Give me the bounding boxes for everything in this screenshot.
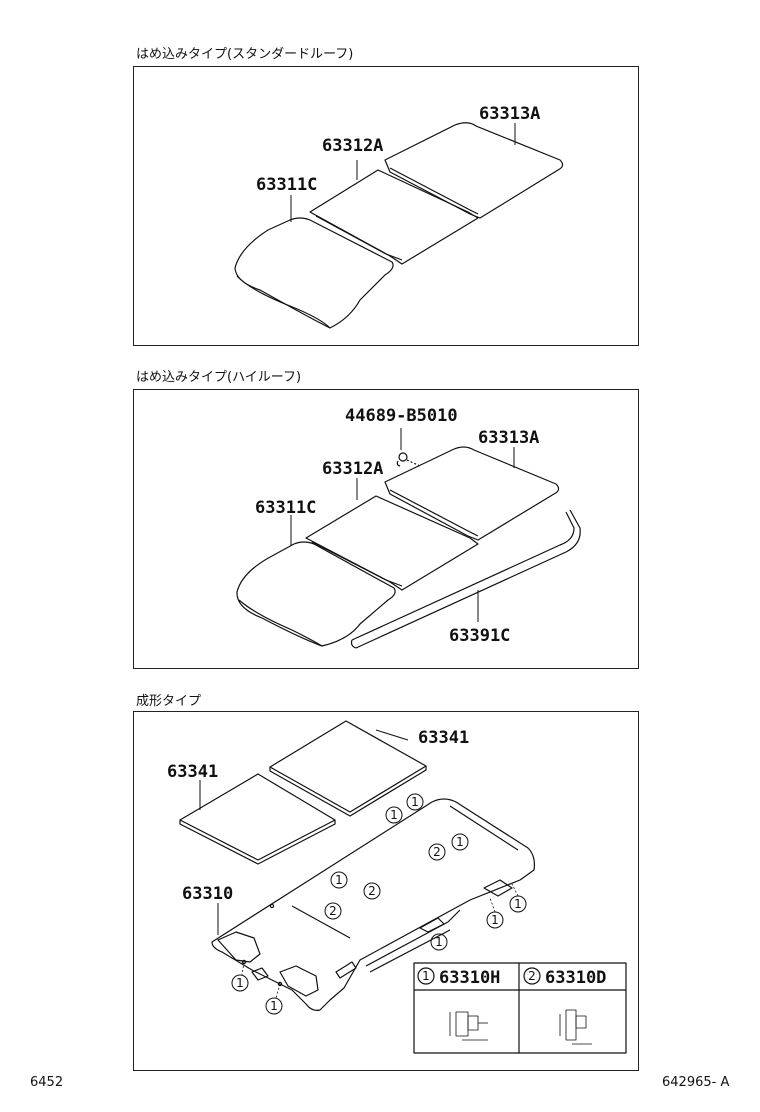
label-63311c-high: 63311C	[255, 498, 316, 518]
panel-63312a-high	[305, 495, 479, 591]
marker-circles	[231, 793, 527, 1015]
marker-numerals: 1 1 1 2 1 2 2 1 1 1 1 1 1 2	[236, 795, 536, 1013]
svg-text:1: 1	[270, 999, 278, 1013]
legend-box	[413, 962, 627, 1054]
svg-text:2: 2	[433, 845, 441, 859]
panel-63311c-high	[236, 541, 396, 647]
section-title-standard-roof: はめ込みタイプ(スタンダードルーフ)	[136, 47, 354, 62]
side-rail-63391c	[350, 509, 581, 649]
svg-text:2: 2	[368, 884, 376, 898]
label-63313a-standard: 63313A	[479, 104, 540, 124]
label-63312a-standard: 63312A	[322, 136, 383, 156]
label-63391c: 63391C	[449, 626, 510, 646]
label-63312a-high: 63312A	[322, 459, 383, 479]
pad-63341-top	[269, 720, 427, 817]
leaders-standard	[290, 123, 516, 222]
svg-text:1: 1	[390, 808, 398, 822]
svg-text:1: 1	[236, 976, 244, 990]
svg-text:1: 1	[435, 935, 443, 949]
section-title-high-roof: はめ込みタイプ(ハイルーフ)	[136, 370, 302, 385]
leaders-molded	[199, 729, 409, 935]
footer-right-code: 642965- A	[662, 1075, 730, 1090]
leaders-high	[290, 428, 515, 622]
label-44689-b5010: 44689-B5010	[345, 406, 458, 426]
panel-63313a-standard	[384, 122, 564, 219]
svg-text:1: 1	[514, 897, 522, 911]
legend-part-63310h: 63310H	[439, 968, 500, 988]
label-63310: 63310	[182, 884, 233, 904]
legend-marker-1: 1	[422, 969, 430, 983]
headliner-63310	[211, 798, 535, 1011]
panel-molded-type	[133, 711, 639, 1071]
panel-63313a-high	[384, 446, 560, 541]
svg-text:1: 1	[456, 835, 464, 849]
legend-part-63310d: 63310D	[545, 968, 606, 988]
svg-text:1: 1	[335, 873, 343, 887]
clip-icon-63310h	[449, 1011, 488, 1041]
svg-text:1: 1	[491, 913, 499, 927]
legend-marker-2: 2	[528, 969, 536, 983]
label-63341-top: 63341	[418, 728, 469, 748]
pad-63341-left	[179, 773, 336, 865]
clip-44689-b5010	[396, 452, 421, 467]
panel-standard-roof	[133, 66, 639, 346]
panel-63311c-standard	[234, 217, 394, 329]
footer-left-code: 6452	[30, 1075, 64, 1090]
label-63341-left: 63341	[167, 762, 218, 782]
svg-text:2: 2	[329, 904, 337, 918]
panel-high-roof	[133, 389, 639, 669]
label-63313a-high: 63313A	[478, 428, 539, 448]
section-title-molded-type: 成形タイプ	[136, 694, 202, 709]
label-63311c-standard: 63311C	[256, 175, 317, 195]
marker-leaders	[241, 883, 519, 999]
clip-icon-63310d	[559, 1009, 592, 1045]
svg-text:1: 1	[411, 795, 419, 809]
panel-63312a-standard	[309, 169, 479, 265]
